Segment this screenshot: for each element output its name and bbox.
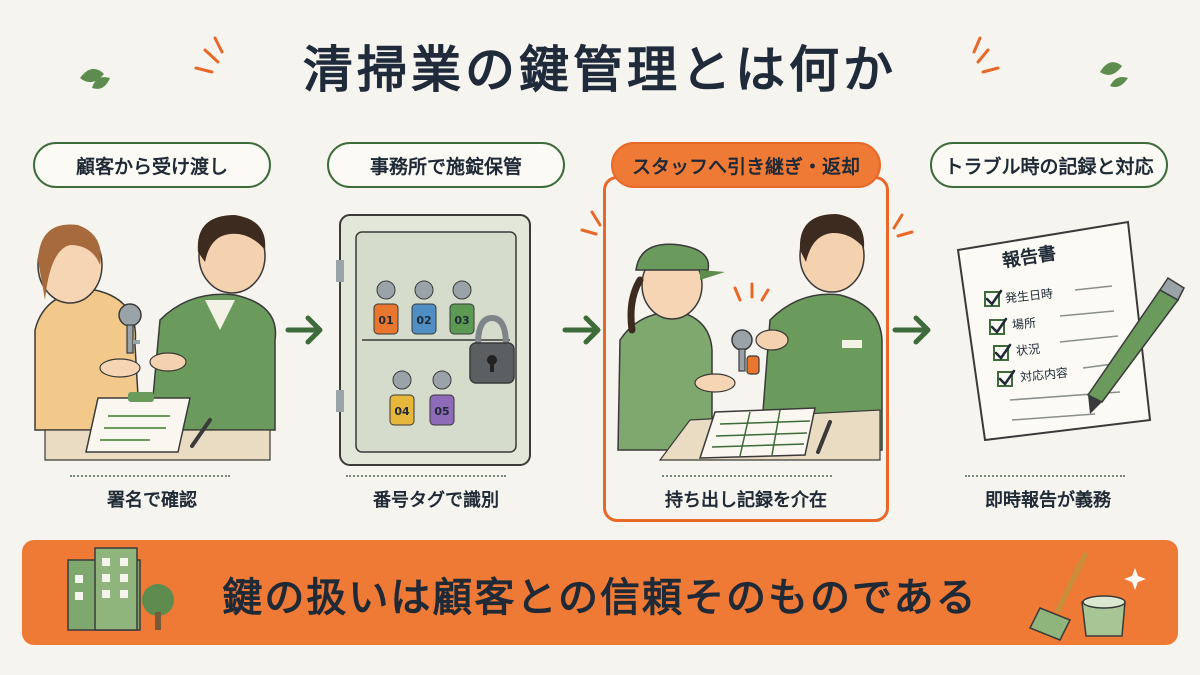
key-tag-label: 05 [434,405,449,418]
step-2-caption: 番号タグで識別 [373,490,499,511]
sparkle-icon [1124,568,1146,590]
report-item: 場所 [1011,315,1037,333]
report-item: 状況 [1015,341,1041,359]
key-icon [118,303,142,354]
leaf-right-icon [1100,62,1128,87]
key-tag-label: 04 [394,405,410,418]
padlock-icon [469,314,515,384]
arrow-right-icon [892,315,931,345]
key-tag-label: 01 [378,314,393,327]
staff-scene [580,210,914,461]
step-1-label: 顧客から受け渡し [33,142,271,188]
key-cabinet [336,214,531,466]
building-icon [67,547,174,631]
step-3-caption: 持ち出し記録を介在 [665,490,827,511]
key-tag-label: 02 [416,314,431,327]
broom-icon [1028,552,1126,641]
clipboard-icon [85,392,191,453]
arrow-right-icon [562,315,601,345]
step-4-label: トラブル時の記録と対応 [930,142,1168,188]
arrow-right-icon [285,315,323,345]
logbook-icon [698,407,816,459]
handover-scene [34,215,277,461]
step-1-caption: 署名で確認 [107,490,197,511]
spark-icon [580,210,914,302]
step-3-label: スタッフへ引き継ぎ・返却 [611,142,881,188]
step-2-label: 事務所で施錠保管 [327,142,565,188]
key-tag-label: 03 [454,314,469,327]
key-icon [731,329,760,375]
divider [346,475,506,477]
divider [965,475,1125,477]
key-tags: 01 02 03 04 05 [373,280,475,426]
pen-icon [1086,276,1185,414]
divider [662,475,832,477]
spark-right-icon [972,36,1000,74]
page-title: 清掃業の鍵管理とは何か [303,41,897,99]
step-4-caption: 即時報告が義務 [985,490,1111,511]
pen-icon [816,420,832,454]
banner-message: 鍵の扱いは顧客との信頼そのものである [222,575,978,621]
leaf-left-icon [80,68,110,89]
divider [70,475,230,477]
pen-icon [190,418,212,448]
spark-left-icon [194,36,224,74]
banner-background [22,540,1178,645]
